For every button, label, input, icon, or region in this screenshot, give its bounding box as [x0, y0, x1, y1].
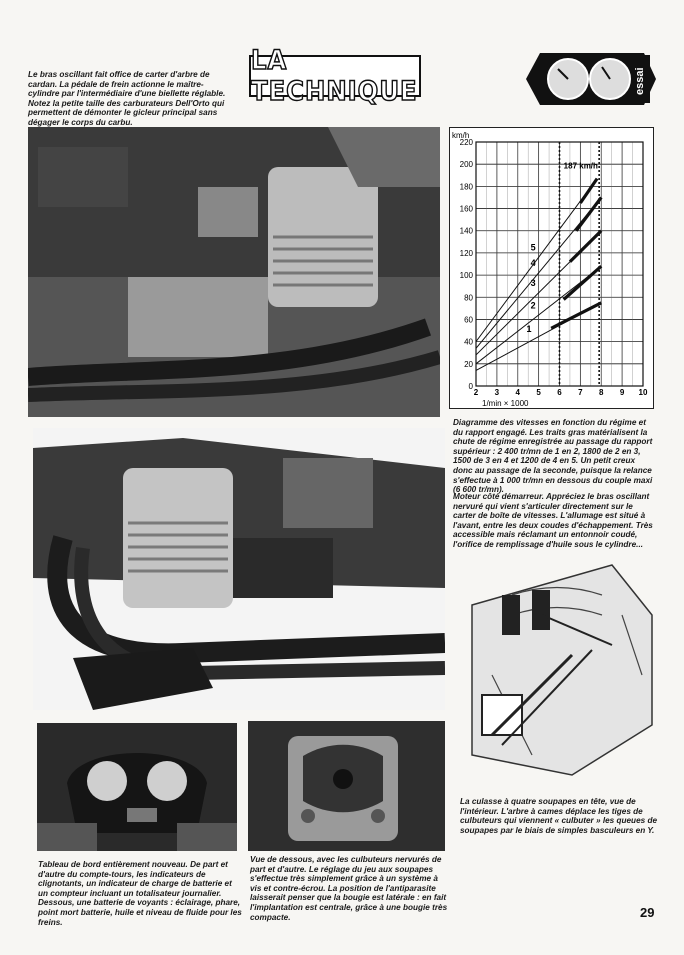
y-tick-label: 100 — [460, 271, 474, 280]
y-tick-label: 220 — [460, 138, 474, 147]
x-tick-label: 3 — [495, 388, 500, 397]
bold-segment — [562, 265, 603, 301]
x-tick-label: 2 — [474, 388, 479, 397]
x-tick-label: 7 — [578, 388, 583, 397]
essai-logo: essai — [522, 47, 660, 111]
caption-underside: Vue de dessous, avec les culbuteurs nerv… — [250, 855, 448, 922]
annotation-top-speed: 187 km/h — [564, 162, 598, 171]
x-tick-label: 5 — [536, 388, 541, 397]
photo-dashboard — [37, 723, 237, 851]
page-number: 29 — [640, 905, 655, 920]
chart-svg: 0 20 40 60 80 100 120 140 160 180 200 220 2 3 4 5 6 7 8 9 10… — [452, 131, 648, 408]
series-line-gear-2 — [475, 265, 602, 365]
bold-segment — [574, 196, 603, 232]
x-tick-label: 10 — [639, 388, 648, 397]
gear-label-2: 2 — [531, 300, 536, 310]
bold-segment — [550, 301, 602, 330]
gear-label-1: 1 — [526, 324, 531, 334]
photo-engine-cardan — [28, 127, 440, 417]
y-tick-label: 200 — [460, 160, 474, 169]
caption-engine-starter: Moteur côté démarreur. Appréciez le bras… — [453, 492, 653, 549]
x-tick-label: 4 — [516, 388, 521, 397]
y-tick-label: 120 — [460, 249, 474, 258]
photo-cylinder-head-underside — [248, 721, 445, 851]
x-tick-label: 8 — [599, 388, 604, 397]
y-tick-label: 180 — [460, 182, 474, 191]
caption-dashboard: Tableau de bord entièrement nouveau. De … — [38, 860, 242, 927]
bold-segment — [568, 229, 603, 263]
y-tick-label: 160 — [460, 205, 474, 214]
y-tick-label: 80 — [464, 293, 473, 302]
y-tick-label: 60 — [464, 315, 473, 324]
y-tick-label: 20 — [464, 360, 473, 369]
section-title-text: LA TECHNIQUE — [250, 44, 418, 107]
gear-label-3: 3 — [531, 278, 536, 288]
series-line-gear-5 — [475, 178, 598, 342]
gear-label-4: 4 — [531, 258, 536, 268]
culasse-illustration — [452, 555, 657, 793]
caption-culasse: La culasse à quatre soupapes en tête, vu… — [460, 797, 657, 835]
caption-chart: Diagramme des vitesses en fonction du ré… — [453, 418, 653, 495]
y-unit-label: km/h — [452, 131, 469, 140]
bold-segment — [579, 177, 599, 204]
x-tick-label: 9 — [620, 388, 625, 397]
x-unit-label: 1/min × 1000 — [482, 399, 529, 408]
y-tick-label: 0 — [469, 382, 474, 391]
speed-chart: 0 20 40 60 80 100 120 140 160 180 200 220 2 3 4 5 6 7 8 9 10… — [449, 127, 654, 409]
section-title: LA TECHNIQUE — [249, 44, 421, 108]
gear-label-5: 5 — [531, 243, 536, 253]
caption-top-left: Le bras oscillant fait office de carter … — [28, 70, 226, 127]
photo-engine-starter-side — [33, 428, 445, 710]
logo-text: essai — [634, 67, 646, 95]
y-tick-label: 140 — [460, 227, 474, 236]
y-tick-label: 40 — [464, 338, 473, 347]
x-tick-label: 6 — [557, 388, 562, 397]
